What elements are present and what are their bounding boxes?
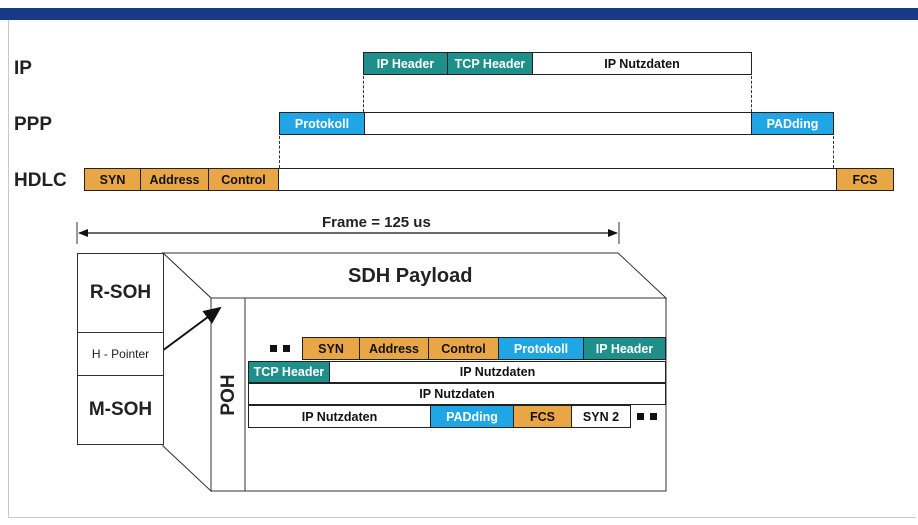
m-soh-block: M-SOH bbox=[77, 375, 164, 445]
ip-payload-block: IP Nutzdaten bbox=[532, 52, 752, 75]
sdh-syn2-block: SYN 2 bbox=[571, 405, 631, 428]
sdh-ip-header-block: IP Header bbox=[583, 337, 666, 360]
sdh-ip-payload-block: IP Nutzdaten bbox=[248, 405, 431, 428]
continuation-mark bbox=[283, 345, 290, 352]
sdh-fcs-block: FCS bbox=[513, 405, 572, 428]
hdlc-layer-label: HDLC bbox=[14, 170, 67, 191]
ppp-layer-label: PPP bbox=[14, 114, 53, 135]
hdlc-fcs-block: FCS bbox=[836, 168, 894, 191]
sdh-control-block: Control bbox=[428, 337, 499, 360]
ppp-padding-block: PADding bbox=[751, 112, 834, 135]
h-pointer-block: H - Pointer bbox=[77, 332, 164, 376]
ppp-left-guide bbox=[279, 136, 280, 168]
sdh-address-block: Address bbox=[359, 337, 429, 360]
continuation-mark bbox=[637, 413, 644, 420]
poh-label: POH bbox=[218, 374, 239, 416]
sdh-syn-block: SYN bbox=[302, 337, 360, 360]
ip-right-guide bbox=[751, 76, 752, 112]
frame-duration-label: Frame = 125 us bbox=[322, 214, 431, 231]
tcp-header-block: TCP Header bbox=[447, 52, 533, 75]
sdh-ip-payload-block: IP Nutzdaten bbox=[329, 361, 666, 383]
sdh-tcp-header-block: TCP Header bbox=[248, 361, 330, 383]
hdlc-address-block: Address bbox=[140, 168, 209, 191]
hdlc-control-block: Control bbox=[208, 168, 279, 191]
continuation-mark bbox=[270, 345, 277, 352]
sdh-protokoll-block: Protokoll bbox=[498, 337, 584, 360]
sdh-payload-title: SDH Payload bbox=[348, 265, 473, 287]
continuation-mark bbox=[650, 413, 657, 420]
header-bar bbox=[0, 8, 918, 20]
diagram-frame bbox=[8, 20, 916, 518]
h-pointer-arrow bbox=[157, 306, 222, 355]
hdlc-syn-block: SYN bbox=[84, 168, 141, 191]
sdh-ip-payload-block: IP Nutzdaten bbox=[248, 383, 666, 405]
ppp-right-guide bbox=[833, 136, 834, 168]
r-soh-block: R-SOH bbox=[77, 253, 164, 333]
sdh-padding-block: PADding bbox=[430, 405, 514, 428]
ppp-protokoll-block: Protokoll bbox=[279, 112, 365, 135]
ip-header-block: IP Header bbox=[363, 52, 448, 75]
ip-layer-label: IP bbox=[14, 58, 32, 79]
ip-left-guide bbox=[363, 76, 364, 112]
